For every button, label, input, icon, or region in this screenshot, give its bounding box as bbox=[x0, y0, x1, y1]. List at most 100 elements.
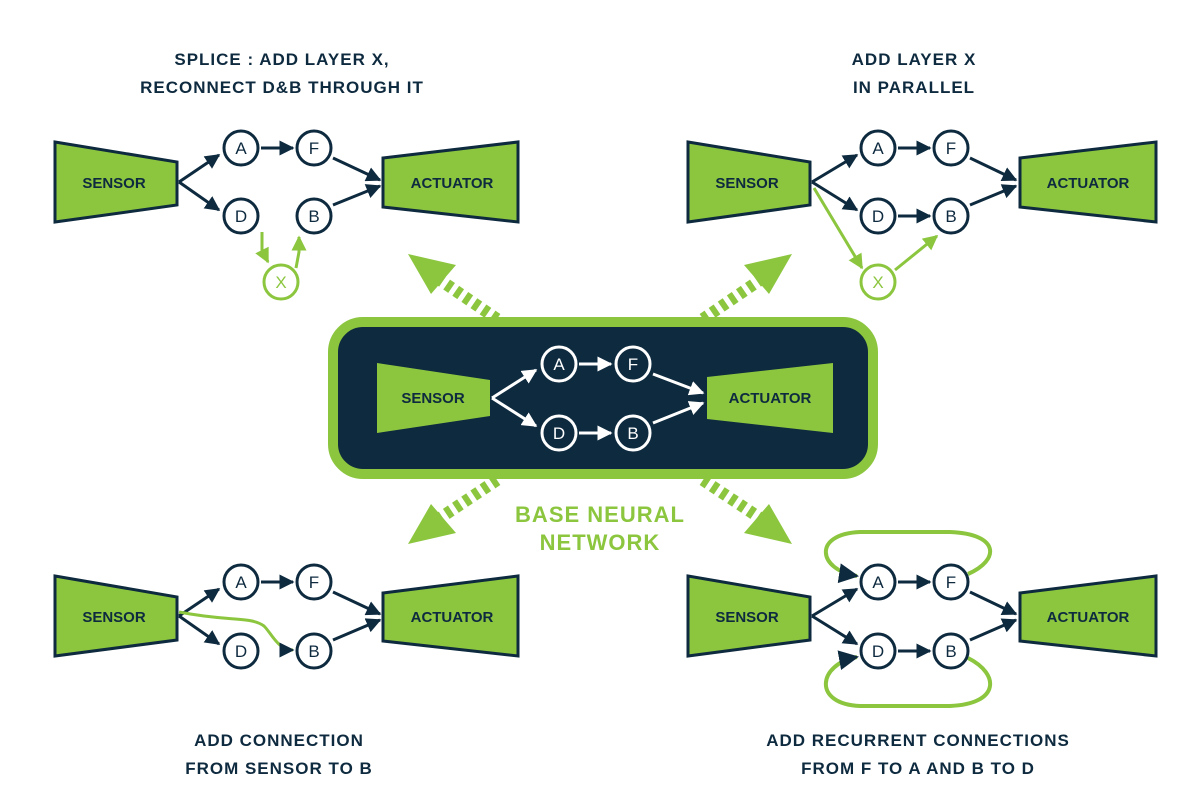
recurrent-edge-b-actuator bbox=[969, 618, 1018, 642]
parallel-node-d bbox=[859, 197, 897, 235]
recurrent-edge-b-d bbox=[823, 650, 993, 708]
parallel-sensor-block bbox=[686, 140, 812, 224]
arrowhead-bottom-right bbox=[744, 504, 792, 544]
connection-caption-line1: ADD CONNECTION bbox=[194, 731, 364, 750]
splice-edge-x-b bbox=[291, 235, 307, 269]
parallel-node-f bbox=[932, 129, 970, 167]
splice-node-x bbox=[262, 263, 300, 301]
splice-node-a bbox=[222, 129, 260, 167]
connection-edge-sensor-a bbox=[178, 587, 221, 618]
base-edge-f-actuator bbox=[652, 372, 705, 396]
splice-node-b bbox=[295, 197, 333, 235]
recurrent-node-b-label: B bbox=[945, 642, 956, 661]
parallel-node-a bbox=[859, 129, 897, 167]
recurrent-actuator-label: ACTUATOR bbox=[1047, 609, 1130, 626]
recurrent-caption-line2: FROM F TO A AND B TO D bbox=[801, 759, 1035, 778]
base-edge-b-actuator bbox=[652, 401, 705, 425]
parallel-node-x bbox=[859, 263, 897, 301]
parallel-node-b bbox=[932, 197, 970, 235]
connection-panel: SENSOR ACTUATOR A F D B ADD CONNECTION F… bbox=[53, 563, 520, 778]
connection-actuator-label: ACTUATOR bbox=[411, 609, 494, 626]
recurrent-node-a bbox=[859, 563, 897, 601]
splice-edge-sensor-a bbox=[178, 153, 221, 184]
connection-caption-line2: FROM SENSOR TO B bbox=[185, 759, 373, 778]
base-node-a bbox=[540, 345, 578, 383]
connection-sensor-block bbox=[53, 574, 179, 658]
parallel-caption-line1: ADD LAYER X bbox=[852, 50, 977, 69]
splice-panel: SPLICE : ADD LAYER X, RECONNECT D&B THRO… bbox=[53, 50, 520, 301]
connection-node-d bbox=[222, 632, 260, 670]
splice-edge-f-actuator bbox=[332, 156, 382, 182]
splice-node-x-label: X bbox=[275, 273, 286, 292]
base-actuator-label: ACTUATOR bbox=[729, 390, 812, 407]
recurrent-sensor-label: SENSOR bbox=[715, 609, 779, 626]
parallel-edge-sensor-a bbox=[811, 153, 859, 184]
splice-node-f-label: F bbox=[309, 139, 319, 158]
base-node-d bbox=[540, 414, 578, 452]
splice-actuator-label: ACTUATOR bbox=[411, 175, 494, 192]
splice-edge-sensor-d bbox=[178, 180, 221, 212]
base-network-frame bbox=[328, 317, 878, 479]
base-node-a-label: A bbox=[553, 355, 565, 374]
recurrent-node-f-label: F bbox=[946, 573, 956, 592]
dashed-arrows bbox=[408, 254, 792, 544]
connection-node-a bbox=[222, 563, 260, 601]
splice-edge-d-x bbox=[255, 232, 270, 264]
base-node-d-label: D bbox=[553, 424, 565, 443]
splice-node-a-label: A bbox=[235, 139, 247, 158]
arrowhead-top-left bbox=[408, 254, 456, 294]
recurrent-panel: SENSOR ACTUATOR A F D B ADD RECURRENT CO… bbox=[686, 530, 1158, 778]
parallel-caption-line2: IN PARALLEL bbox=[853, 78, 975, 97]
parallel-edge-sensor-x bbox=[812, 187, 864, 270]
connection-node-d-label: D bbox=[235, 642, 247, 661]
base-sensor-label: SENSOR bbox=[401, 390, 465, 407]
connection-edge-sensor-d bbox=[178, 614, 221, 646]
base-edge-sensor-d bbox=[491, 396, 538, 428]
connection-actuator-block bbox=[381, 574, 520, 658]
splice-node-f bbox=[295, 129, 333, 167]
connection-node-f bbox=[295, 563, 333, 601]
recurrent-caption-line1: ADD RECURRENT CONNECTIONS bbox=[766, 731, 1070, 750]
recurrent-node-d bbox=[859, 632, 897, 670]
connection-node-b-label: B bbox=[308, 642, 319, 661]
recurrent-edge-f-a bbox=[823, 530, 993, 584]
base-edge-sensor-a bbox=[491, 368, 538, 400]
base-node-b-label: B bbox=[627, 424, 638, 443]
base-caption-line2: NETWORK bbox=[540, 530, 661, 555]
parallel-actuator-label: ACTUATOR bbox=[1047, 175, 1130, 192]
splice-sensor-block bbox=[53, 140, 179, 224]
splice-node-b-label: B bbox=[308, 207, 319, 226]
recurrent-actuator-block bbox=[1018, 574, 1158, 658]
recurrent-sensor-block bbox=[686, 574, 812, 658]
splice-sensor-label: SENSOR bbox=[82, 175, 146, 192]
recurrent-edge-sensor-a bbox=[811, 587, 859, 618]
connection-edge-f-actuator bbox=[332, 590, 382, 616]
parallel-panel: ADD LAYER X IN PARALLEL SENSOR ACTUATOR … bbox=[686, 50, 1158, 301]
connection-node-a-label: A bbox=[235, 573, 247, 592]
parallel-node-f-label: F bbox=[946, 139, 956, 158]
recurrent-edge-sensor-d bbox=[811, 614, 859, 646]
splice-caption-line1: SPLICE : ADD LAYER X, bbox=[174, 50, 389, 69]
recurrent-node-f bbox=[932, 563, 970, 601]
recurrent-node-b bbox=[932, 632, 970, 670]
dashed-arrow-top-left bbox=[436, 275, 501, 324]
dashed-arrow-bottom-right bbox=[699, 475, 764, 523]
connection-edge-b-actuator bbox=[332, 618, 382, 642]
connection-edge-sensor-b bbox=[178, 610, 295, 658]
splice-caption-line2: RECONNECT D&B THROUGH IT bbox=[140, 78, 424, 97]
arrowhead-top-right bbox=[744, 254, 792, 294]
base-caption-line1: BASE NEURAL bbox=[515, 502, 685, 527]
splice-node-d bbox=[222, 197, 260, 235]
parallel-actuator-block bbox=[1018, 140, 1158, 224]
parallel-node-d-label: D bbox=[872, 207, 884, 226]
dashed-arrow-bottom-left bbox=[436, 475, 501, 523]
splice-actuator-block bbox=[381, 140, 520, 224]
base-actuator-block bbox=[707, 363, 833, 433]
parallel-edge-b-actuator bbox=[969, 184, 1018, 207]
base-node-f-label: F bbox=[628, 355, 638, 374]
parallel-sensor-label: SENSOR bbox=[715, 175, 779, 192]
dashed-arrow-top-right bbox=[699, 275, 764, 324]
base-node-f bbox=[614, 345, 652, 383]
splice-node-d-label: D bbox=[235, 207, 247, 226]
recurrent-node-a-label: A bbox=[872, 573, 884, 592]
